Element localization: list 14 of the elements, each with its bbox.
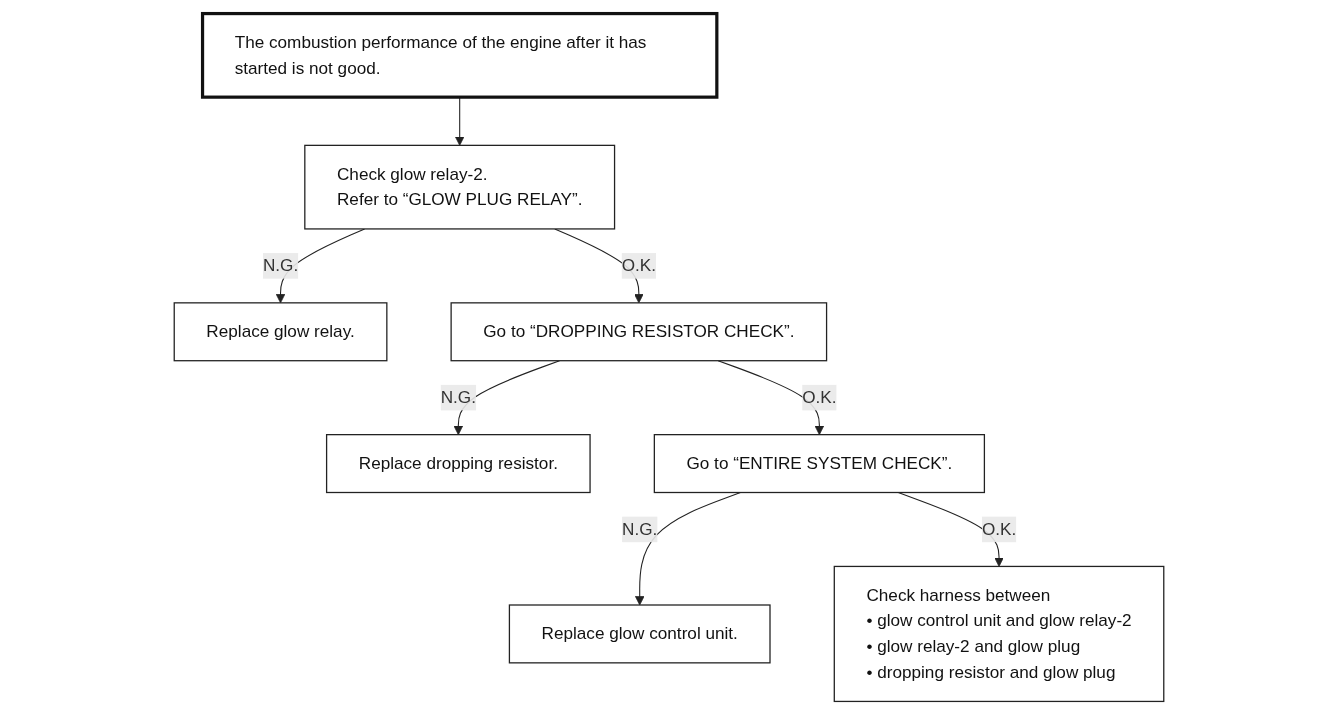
- edge-label: O.K.: [621, 256, 656, 275]
- edge-label: N.G.: [262, 256, 299, 275]
- node-box: Check glow relay-2. Refer to “GLOW PLUG RELAY”.: [304, 144, 616, 230]
- node-box: Replace glow control unit.: [508, 604, 771, 664]
- node-box: Check harness between • glow control unit and glow relay-2 • glow relay-2 and glow plug • dropping resistor and glow plug: [833, 565, 1165, 703]
- edge-label: N.G.: [440, 388, 476, 407]
- node-box: The combustion performance of the engine after it has started is not good.: [200, 11, 719, 99]
- edge-label: O.K.: [802, 388, 837, 407]
- node-box: Replace glow relay.: [173, 302, 388, 362]
- node-box: Go to “ENTIRE SYSTEM CHECK”.: [653, 434, 986, 494]
- edge-label: O.K.: [981, 519, 1017, 539]
- node-box: Go to “DROPPING RESISTOR CHECK”.: [450, 302, 828, 362]
- node-box: Replace dropping resistor.: [325, 434, 591, 494]
- edge-label: N.G.: [622, 519, 658, 539]
